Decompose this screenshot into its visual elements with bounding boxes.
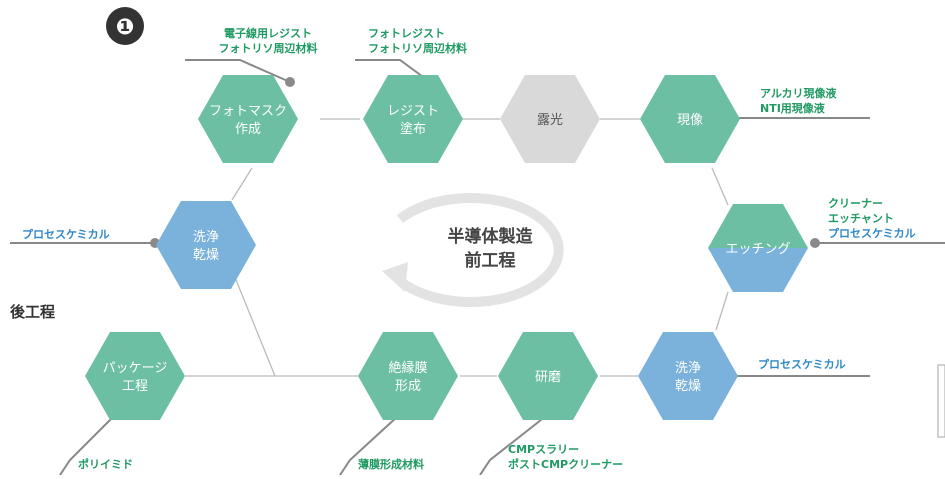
material-etching-3: プロセスケミカル bbox=[828, 226, 916, 240]
hex-wash-left-line2: 乾燥 bbox=[193, 248, 219, 263]
cycle-arrow bbox=[382, 193, 564, 307]
hex-insulating-line1: 絶縁膜 bbox=[388, 360, 427, 376]
hex-resist-line2: 塗布 bbox=[400, 121, 426, 137]
hex-package-line2: 工程 bbox=[122, 379, 148, 394]
hex-polish: 研磨 bbox=[498, 332, 598, 420]
material-develop-1: アルカリ現像液 bbox=[760, 86, 838, 100]
material-resist-1: フォトレジスト bbox=[368, 27, 445, 40]
step-marker-number: ❶ bbox=[116, 15, 135, 40]
hex-exposure-line1: 露光 bbox=[537, 113, 563, 128]
material-polish-1: CMPスラリー bbox=[508, 443, 579, 456]
hex-etching-line1: エッチング bbox=[725, 242, 790, 257]
hex-package: パッケージ 工程 bbox=[85, 332, 185, 420]
material-resist-2: フォトリソ周辺材料 bbox=[368, 41, 467, 55]
material-develop-2: NTI用現像液 bbox=[760, 101, 826, 115]
center-title-line2: 前工程 bbox=[465, 250, 516, 271]
hex-insulating: 絶縁膜 形成 bbox=[358, 332, 458, 420]
material-etching-1: クリーナー bbox=[828, 197, 883, 210]
material-wash-left: プロセスケミカル bbox=[22, 227, 110, 241]
material-wash-right: プロセスケミカル bbox=[758, 357, 846, 371]
materials-resist: フォトレジスト フォトリソ周辺材料 bbox=[368, 27, 467, 55]
hex-photomask-line2: 作成 bbox=[235, 122, 261, 137]
material-leaders bbox=[10, 59, 945, 476]
hex-etching: エッチング bbox=[708, 204, 808, 292]
hex-insulating-line2: 形成 bbox=[395, 379, 421, 394]
hex-resist-line1: レジスト bbox=[387, 104, 439, 119]
materials-develop: アルカリ現像液 NTI用現像液 bbox=[760, 86, 838, 115]
hex-wash-right: 洗浄 乾燥 bbox=[638, 332, 738, 420]
material-photomask-2: フォトリソ周辺材料 bbox=[219, 41, 318, 55]
hex-develop-line1: 現像 bbox=[677, 113, 703, 128]
hex-exposure: 露光 bbox=[500, 75, 600, 163]
material-polish-2: ポストCMPクリーナー bbox=[508, 457, 623, 471]
center-title-line1: 半導体製造 bbox=[448, 226, 534, 247]
hex-resist: レジスト 塗布 bbox=[363, 75, 463, 163]
hex-photomask-line1: フォトマスク bbox=[209, 104, 287, 119]
hex-wash-right-line1: 洗浄 bbox=[675, 361, 701, 376]
materials-etching: クリーナー エッチャント プロセスケミカル bbox=[828, 197, 916, 240]
hex-wash-right-line2: 乾燥 bbox=[675, 379, 701, 394]
hex-wash-left-line1: 洗浄 bbox=[193, 230, 219, 245]
material-package: ポリイミド bbox=[78, 457, 133, 471]
materials-polish: CMPスラリー ポストCMPクリーナー bbox=[508, 443, 623, 471]
material-photomask-1: 電子線用レジスト bbox=[224, 26, 312, 40]
flow-connectors bbox=[185, 118, 729, 377]
hex-wash-left: 洗浄 乾燥 bbox=[156, 201, 256, 289]
hex-polish-line1: 研磨 bbox=[535, 370, 561, 385]
material-etching-2: エッチャント bbox=[828, 212, 894, 225]
hex-photomask: フォトマスク 作成 bbox=[198, 75, 298, 163]
edge-frame bbox=[937, 364, 945, 438]
materials-photomask: 電子線用レジスト フォトリソ周辺材料 bbox=[219, 26, 318, 55]
material-insulating: 薄膜形成材料 bbox=[358, 457, 424, 471]
step-marker: ❶ bbox=[106, 7, 144, 45]
hex-develop: 現像 bbox=[640, 75, 740, 163]
back-end-process-label: 後工程 bbox=[9, 303, 55, 321]
hex-package-line1: パッケージ bbox=[103, 361, 168, 376]
